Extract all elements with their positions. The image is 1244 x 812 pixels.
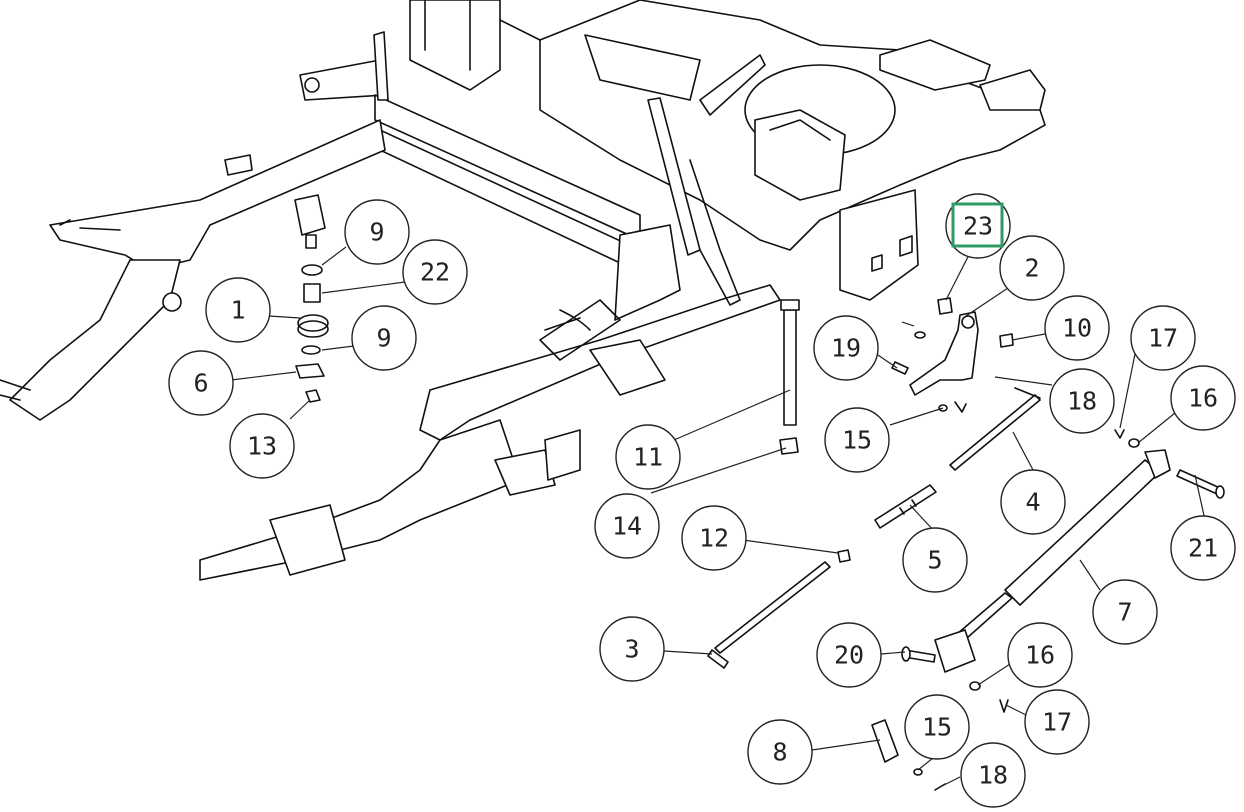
svg-text:9: 9 bbox=[369, 218, 384, 247]
rod-4 bbox=[949, 394, 1041, 471]
svg-text:9: 9 bbox=[376, 324, 391, 353]
svg-text:20: 20 bbox=[834, 641, 864, 670]
nut-14 bbox=[779, 437, 799, 455]
callout-7: 7 bbox=[1092, 579, 1158, 645]
pin-23 bbox=[937, 297, 953, 315]
callout-17-lower: 17 bbox=[1024, 689, 1090, 755]
bolt-11 bbox=[783, 309, 797, 426]
svg-text:17: 17 bbox=[1042, 708, 1072, 737]
svg-text:19: 19 bbox=[831, 334, 861, 363]
clip-18 bbox=[954, 401, 967, 413]
callout-9-upper: 9 bbox=[344, 199, 410, 265]
svg-text:7: 7 bbox=[1117, 598, 1132, 627]
svg-text:13: 13 bbox=[247, 432, 277, 461]
svg-text:18: 18 bbox=[978, 761, 1008, 790]
svg-text:17: 17 bbox=[1148, 324, 1178, 353]
svg-text:15: 15 bbox=[842, 426, 872, 455]
callouts: 1 2 3 4 5 6 7 8 9 9 10 11 12 13 14 15 15… bbox=[168, 193, 1236, 808]
callout-15-upper: 15 bbox=[824, 407, 890, 473]
callout-17-upper: 17 bbox=[1130, 305, 1196, 371]
nut-13 bbox=[305, 389, 321, 403]
svg-text:16: 16 bbox=[1188, 384, 1218, 413]
callout-2: 2 bbox=[999, 235, 1065, 301]
leader-lines bbox=[230, 236, 1206, 787]
svg-text:2: 2 bbox=[1024, 254, 1039, 283]
svg-text:14: 14 bbox=[612, 512, 642, 541]
svg-text:4: 4 bbox=[1025, 488, 1040, 517]
callout-5: 5 bbox=[902, 527, 968, 593]
washer-16 bbox=[1128, 438, 1140, 448]
svg-text:16: 16 bbox=[1025, 641, 1055, 670]
callout-12: 12 bbox=[681, 505, 747, 571]
svg-text:1: 1 bbox=[230, 296, 245, 325]
arm-2 bbox=[909, 311, 979, 396]
svg-text:22: 22 bbox=[420, 258, 450, 287]
callout-16-lower: 16 bbox=[1007, 622, 1073, 688]
washer-16-lower bbox=[969, 681, 981, 691]
callout-3: 3 bbox=[599, 616, 665, 682]
callout-18-upper: 18 bbox=[1049, 368, 1115, 434]
svg-text:12: 12 bbox=[699, 524, 729, 553]
callout-14: 14 bbox=[594, 493, 660, 559]
frame-assembly bbox=[0, 0, 1046, 581]
cotter-17 bbox=[1114, 429, 1125, 439]
bolt-10 bbox=[999, 333, 1014, 348]
svg-text:18: 18 bbox=[1067, 387, 1097, 416]
svg-text:6: 6 bbox=[193, 369, 208, 398]
callout-11: 11 bbox=[615, 424, 681, 490]
plate-6 bbox=[295, 363, 325, 379]
callout-13: 13 bbox=[229, 413, 295, 479]
svg-text:8: 8 bbox=[772, 738, 787, 767]
svg-text:15: 15 bbox=[922, 713, 952, 742]
link-8 bbox=[871, 719, 899, 763]
bushing-22 bbox=[303, 283, 321, 303]
washer-9-upper bbox=[301, 264, 323, 276]
pin-19 bbox=[891, 361, 909, 375]
callout-15-lower: 15 bbox=[904, 694, 970, 760]
callout-20: 20 bbox=[816, 622, 882, 688]
pulley-1 bbox=[297, 314, 329, 332]
callout-6: 6 bbox=[168, 350, 234, 416]
svg-text:10: 10 bbox=[1062, 314, 1092, 343]
svg-text:11: 11 bbox=[633, 443, 663, 472]
callout-21: 21 bbox=[1170, 515, 1236, 581]
washer-15-lower bbox=[913, 768, 923, 776]
svg-text:3: 3 bbox=[624, 635, 639, 664]
svg-text:21: 21 bbox=[1188, 534, 1218, 563]
callout-18-lower: 18 bbox=[960, 742, 1026, 808]
callout-23: 23 bbox=[945, 193, 1011, 259]
callout-16-upper: 16 bbox=[1170, 365, 1236, 431]
callout-8: 8 bbox=[747, 719, 813, 785]
rod-3 bbox=[714, 561, 831, 654]
shaft-5 bbox=[874, 484, 937, 529]
callout-22: 22 bbox=[402, 239, 468, 305]
callout-1: 1 bbox=[205, 277, 271, 343]
cotter-17-lower bbox=[999, 699, 1009, 713]
exploded-parts bbox=[294, 194, 1225, 791]
callout-23-highlight bbox=[951, 202, 1004, 248]
callout-19: 19 bbox=[813, 315, 879, 381]
nut-12 bbox=[837, 549, 851, 563]
callout-4: 4 bbox=[1000, 469, 1066, 535]
svg-text:5: 5 bbox=[927, 546, 942, 575]
callout-9-lower: 9 bbox=[351, 305, 417, 371]
washer-9-lower bbox=[301, 345, 321, 355]
svg-text:23: 23 bbox=[963, 212, 993, 241]
callout-10: 10 bbox=[1044, 295, 1110, 361]
